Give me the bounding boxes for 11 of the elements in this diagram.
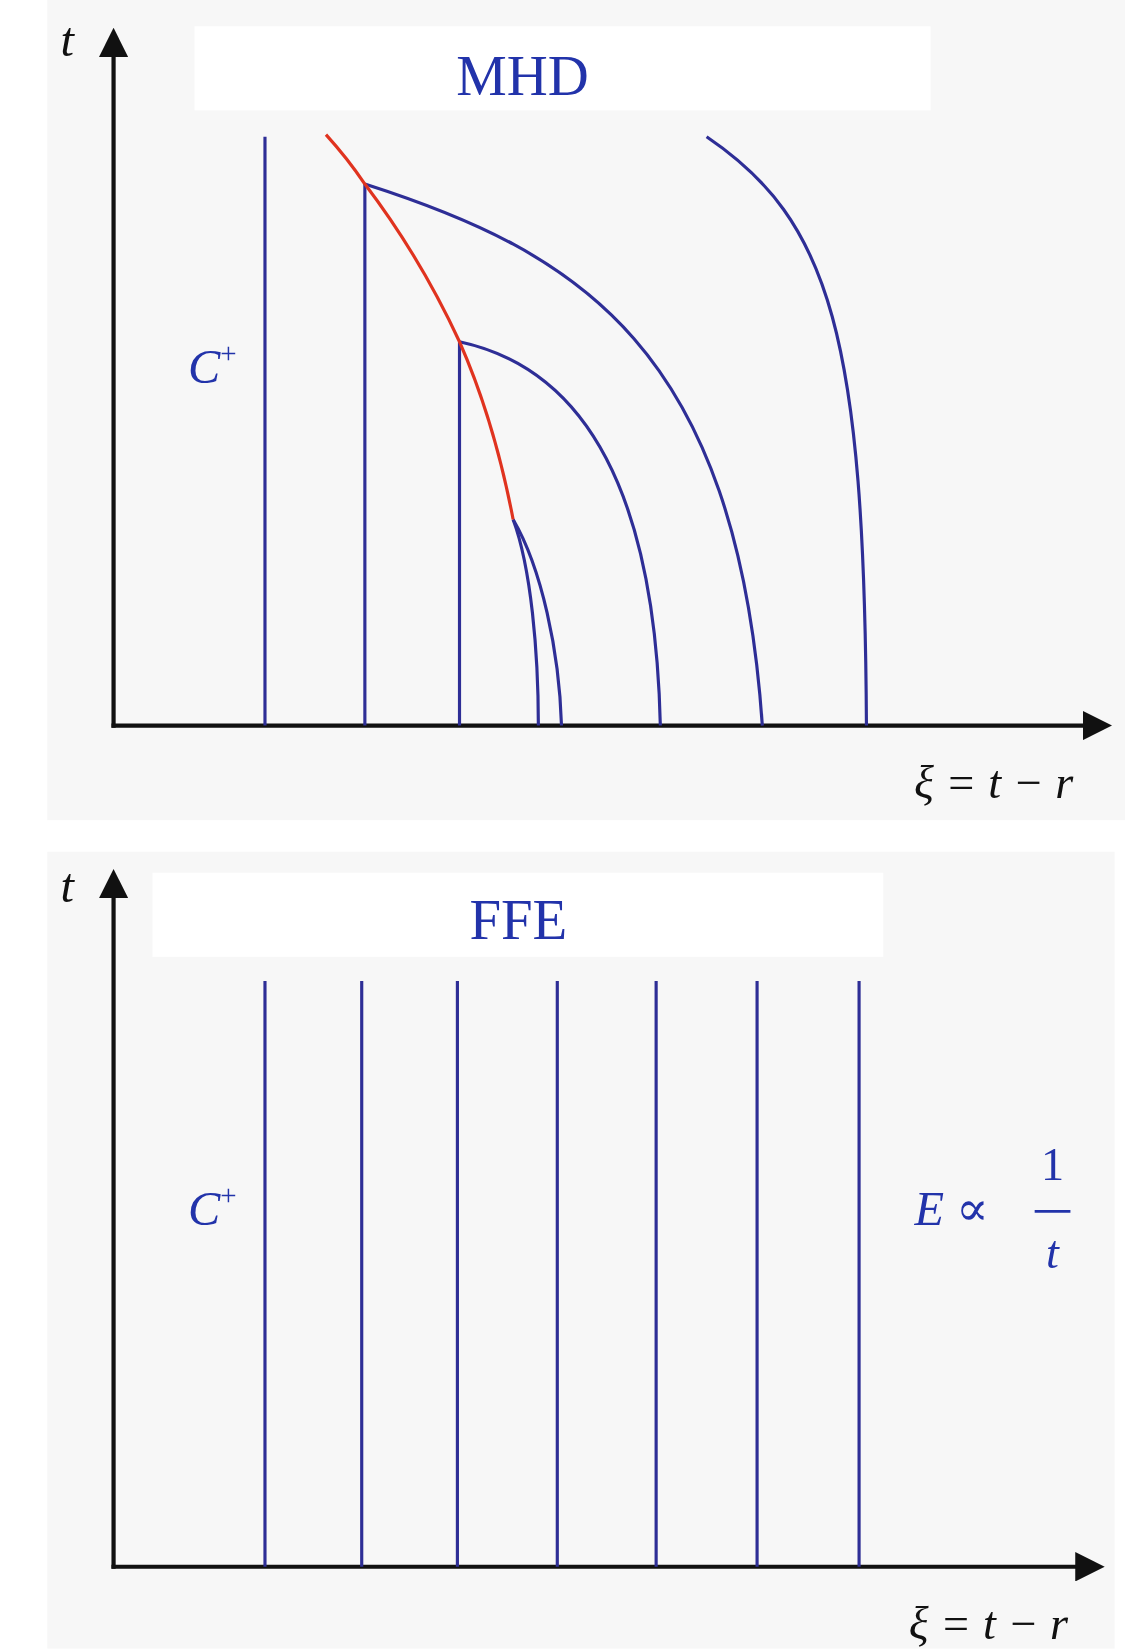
axis-label: ξ = t − r	[914, 760, 1074, 807]
axis-label: t	[60, 862, 74, 911]
axis-label: t	[60, 15, 74, 65]
math-label: C$^{+}$	[188, 338, 237, 392]
axis-label: ξ = t − r	[908, 1601, 1069, 1648]
math-label: 1	[1041, 1141, 1065, 1189]
math-label: t	[1046, 1230, 1059, 1277]
math-label: E ∝	[914, 1185, 989, 1234]
panel-title: FFE	[469, 891, 568, 949]
panel-title: MHD	[456, 47, 589, 105]
math-label: C$^{+}$	[188, 1180, 237, 1234]
